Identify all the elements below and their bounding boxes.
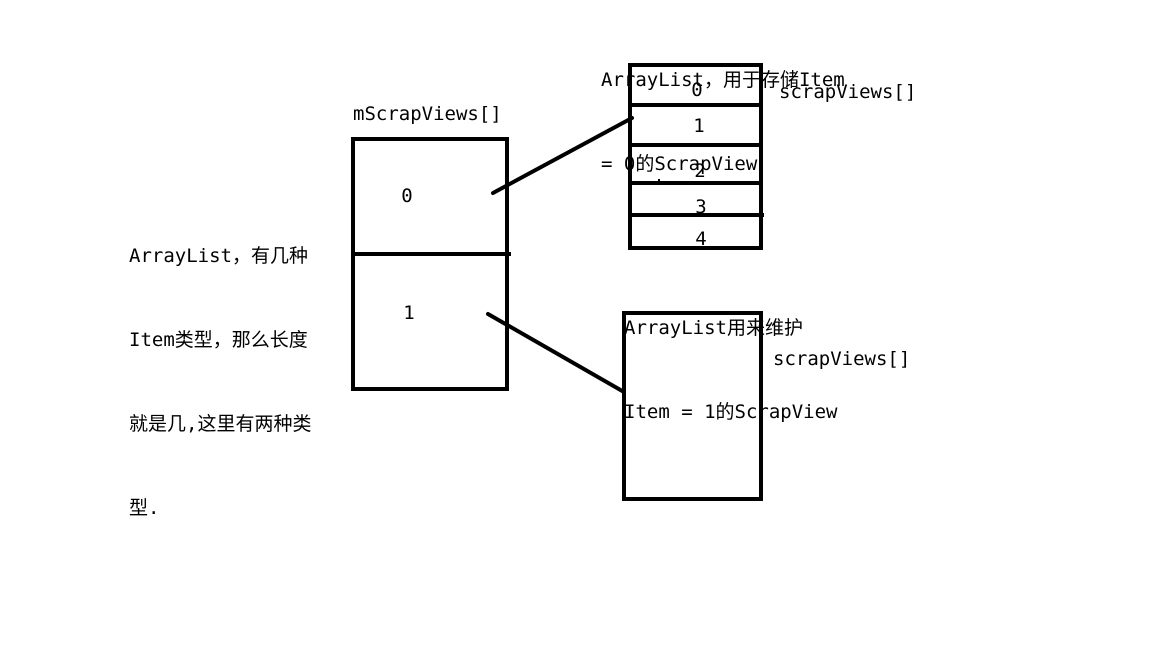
list1-title-line: ArrayList用来维护	[624, 317, 803, 339]
list0-cell-2: 2	[694, 160, 706, 182]
list1-box	[622, 311, 763, 501]
list0-cell-0: 0	[691, 79, 703, 101]
list0-divider	[630, 103, 761, 107]
list1-title: ArrayList用来维护 Item = 1的ScrapView	[624, 258, 837, 482]
list0-divider	[632, 213, 764, 217]
list0-cell-1: 1	[693, 115, 705, 137]
list0-label: scrapViews[]	[779, 81, 917, 103]
left-note-line: ArrayList，有几种	[129, 245, 308, 267]
list0-title-line: ArrayList，用于存储Item	[601, 69, 845, 91]
mscrapviews-divider	[353, 252, 511, 256]
list0-cell-4: 4	[695, 228, 707, 250]
mscrapviews-box	[351, 137, 509, 391]
mscrapviews-cell-0: 0	[401, 185, 413, 207]
list0-divider	[632, 181, 762, 185]
list0-title: ArrayList，用于存储Item = 0的ScrapView	[601, 10, 845, 234]
list0-divider	[630, 143, 761, 147]
mscrapviews-label: mScrapViews[]	[353, 103, 502, 125]
mscrapviews-cell-1: 1	[403, 302, 415, 324]
list0-cell-3: 3	[695, 196, 707, 218]
left-note-line: 就是几,这里有两种类	[129, 413, 312, 435]
list1-title-line: Item = 1的ScrapView	[624, 401, 838, 423]
left-note: ArrayList，有几种 Item类型，那么长度 就是几,这里有两种类 型.	[129, 186, 311, 578]
left-note-line: Item类型，那么长度	[129, 329, 308, 351]
left-note-line: 型.	[129, 497, 160, 519]
list1-label: scrapViews[]	[773, 348, 911, 370]
